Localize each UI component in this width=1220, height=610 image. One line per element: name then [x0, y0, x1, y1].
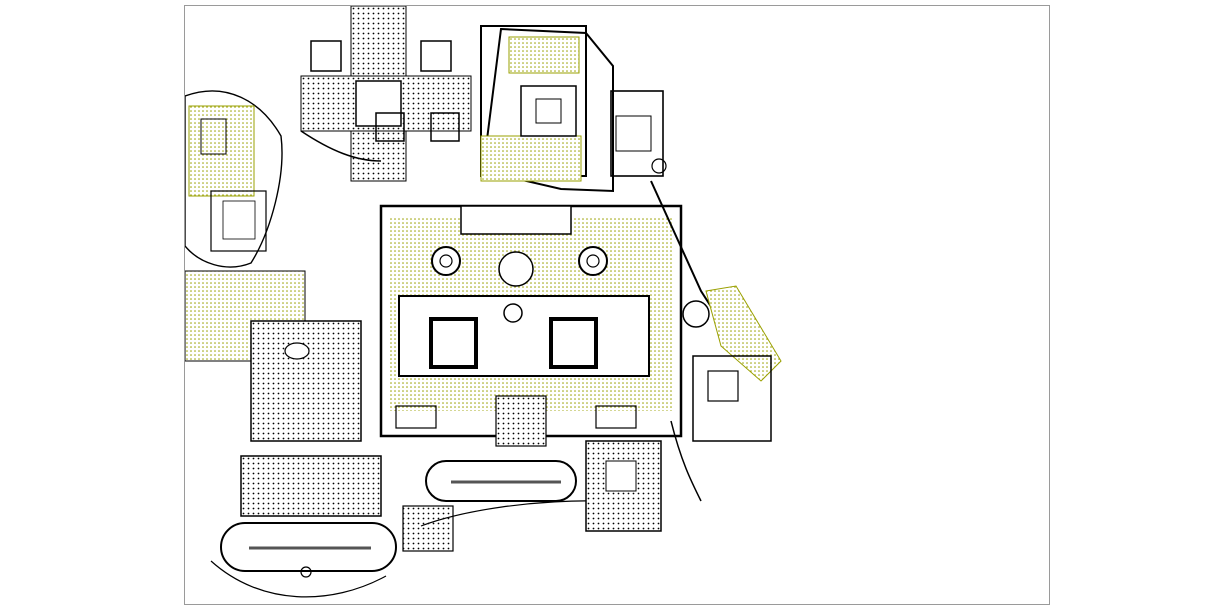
southwest-quarter	[185, 270, 382, 517]
cruciform-cross-center	[355, 80, 402, 127]
bath-central-rotunda	[503, 303, 523, 323]
bath-east-rotunda-core	[586, 254, 600, 268]
bath-west-rotunda	[431, 246, 461, 276]
east-wall	[670, 420, 702, 502]
east-inner-court	[707, 370, 739, 402]
central-bath-complex	[379, 204, 683, 447]
east-round-temple	[682, 300, 710, 328]
circus-south-curve	[210, 560, 387, 598]
circuses	[210, 460, 577, 598]
east-colonnade-block	[610, 90, 664, 177]
south-terrace	[420, 440, 662, 532]
north-cruciform-complex	[300, 6, 587, 182]
upper-left-precinct	[185, 90, 283, 268]
cruciform-ne-court	[420, 40, 452, 72]
east-colonnade-court	[692, 355, 772, 442]
bath-south-east-court	[595, 405, 637, 429]
bath-south-west-court	[395, 405, 437, 429]
forum-inner-court	[520, 85, 577, 137]
southwest-palace-court	[240, 455, 382, 517]
southwest-oval-court	[284, 342, 310, 360]
cruciform-sw-court	[375, 112, 405, 142]
ellipse-courtyard-hatch	[188, 105, 255, 197]
south-grove-court	[402, 505, 454, 552]
southeast-inner-court	[605, 460, 637, 492]
east-round-hall	[651, 158, 667, 174]
east-colonnade-court	[615, 115, 652, 152]
ellipse-inner-court	[200, 118, 227, 155]
bath-main-block	[398, 295, 650, 377]
ellipse-lower-court	[210, 190, 267, 252]
bath-west-hall	[429, 317, 478, 369]
west-circus	[220, 522, 397, 572]
forum-court-centre	[535, 98, 562, 124]
bath-south-entry	[495, 395, 547, 447]
small-rotunda-south	[300, 566, 312, 578]
bath-east-hall	[549, 317, 598, 369]
east-fan-hatch	[705, 285, 782, 382]
bath-west-rotunda-core	[439, 254, 453, 268]
bath-north-range	[460, 205, 572, 235]
cruciform-curve	[300, 130, 382, 162]
bath-east-rotunda	[578, 246, 608, 276]
ellipse-lower-court-inner	[222, 200, 256, 240]
drawing-frame	[184, 5, 1050, 605]
forum-bottom-hatch	[480, 135, 582, 182]
elliptical-garden	[185, 90, 283, 268]
east-precinct	[650, 180, 782, 502]
east-stadium	[425, 460, 577, 502]
cruciform-se-court	[430, 112, 460, 142]
site-plan-drawing	[185, 6, 782, 598]
forum-top-hatch	[508, 36, 580, 74]
bath-main-rotunda	[498, 251, 534, 287]
southwest-dense-block	[250, 320, 362, 442]
northeast-forum	[480, 27, 667, 193]
cruciform-nw-court	[310, 40, 342, 72]
